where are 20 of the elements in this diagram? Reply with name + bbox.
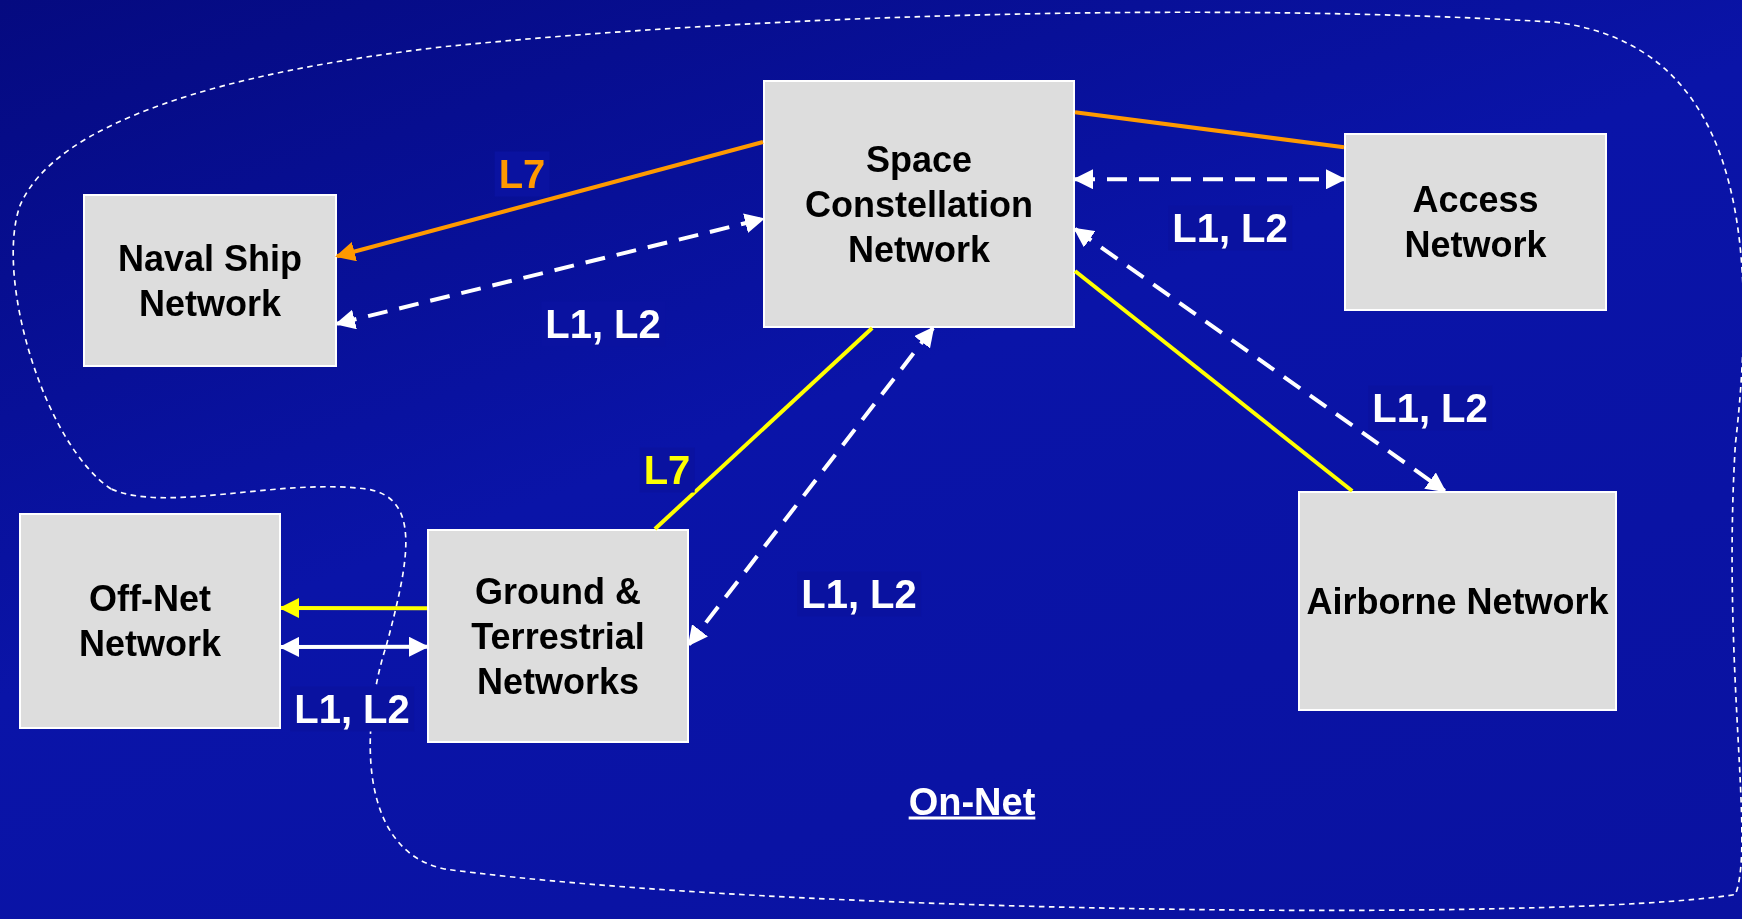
edge-label: L1, L2: [290, 686, 414, 732]
edge-label: L1, L2: [1368, 385, 1492, 431]
connector-arrow: [687, 326, 935, 647]
network-box: Space Constellation Network: [763, 80, 1075, 328]
network-box: Ground & Terrestrial Networks: [427, 529, 689, 743]
connector-arrow: [335, 213, 765, 330]
region-title: On-Net: [908, 780, 1036, 824]
connector-arrow: [1073, 169, 1346, 190]
edge-label: L7: [639, 447, 695, 493]
network-box: Airborne Network: [1298, 491, 1617, 711]
edge-label: L1, L2: [1168, 205, 1292, 251]
network-box: Off-Net Network: [19, 513, 281, 729]
connector-arrow: [279, 636, 429, 657]
network-box: Naval Ship Network: [83, 194, 337, 367]
edge-label: L1, L2: [797, 571, 921, 617]
connector-arrow: [279, 598, 427, 619]
connector-arrow: [335, 140, 764, 262]
network-box: Access Network: [1344, 133, 1607, 311]
edge-label: L7: [494, 151, 550, 197]
connector-arrow: [1073, 227, 1447, 493]
